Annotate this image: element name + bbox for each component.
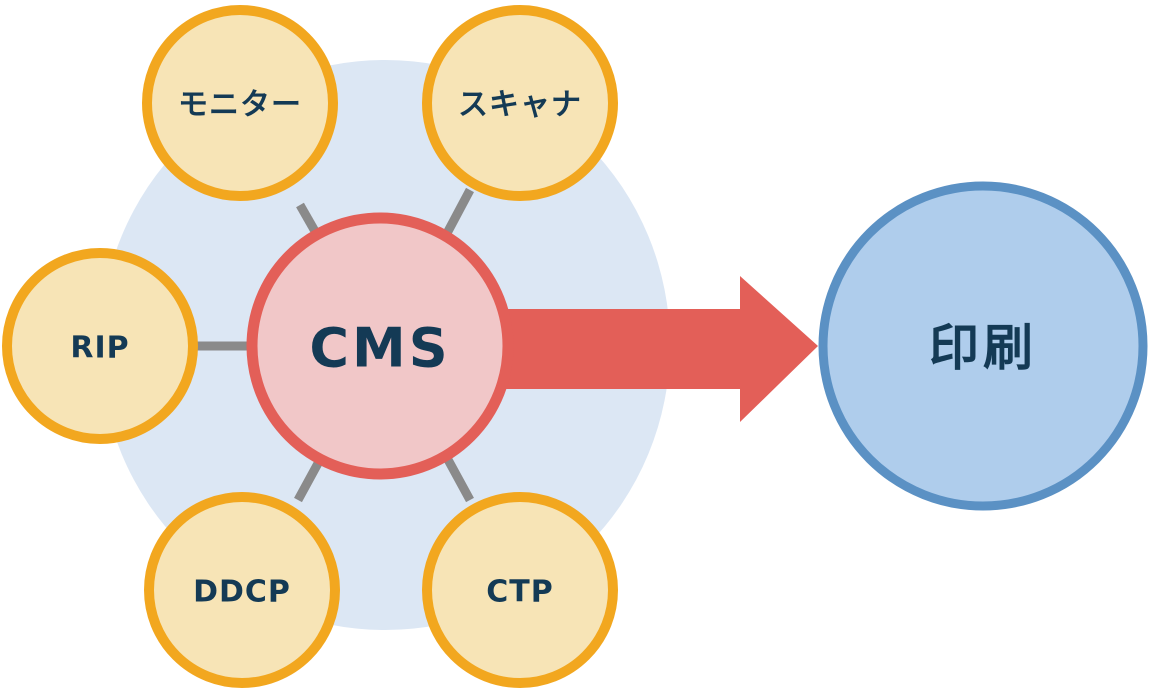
- node-ctp-label: CTP: [486, 575, 553, 610]
- node-print: 印刷: [818, 181, 1148, 511]
- node-scanner-label: スキャナ: [458, 88, 582, 123]
- node-cms-label: CMS: [309, 317, 450, 380]
- node-ctp: CTP: [422, 492, 618, 688]
- node-print-label: 印刷: [929, 319, 1037, 377]
- node-rip: RIP: [2, 248, 198, 444]
- node-monitor: モニター: [142, 5, 338, 201]
- node-ddcp: DDCP: [144, 492, 340, 688]
- node-rip-label: RIP: [70, 331, 129, 366]
- node-monitor-label: モニター: [178, 88, 302, 123]
- node-scanner: スキャナ: [422, 5, 618, 201]
- node-cms: CMS: [246, 212, 514, 480]
- connector-scanner: [441, 187, 474, 240]
- node-ddcp-label: DDCP: [193, 575, 291, 610]
- connector-ctp: [442, 453, 474, 503]
- flow-arrow: [490, 276, 818, 422]
